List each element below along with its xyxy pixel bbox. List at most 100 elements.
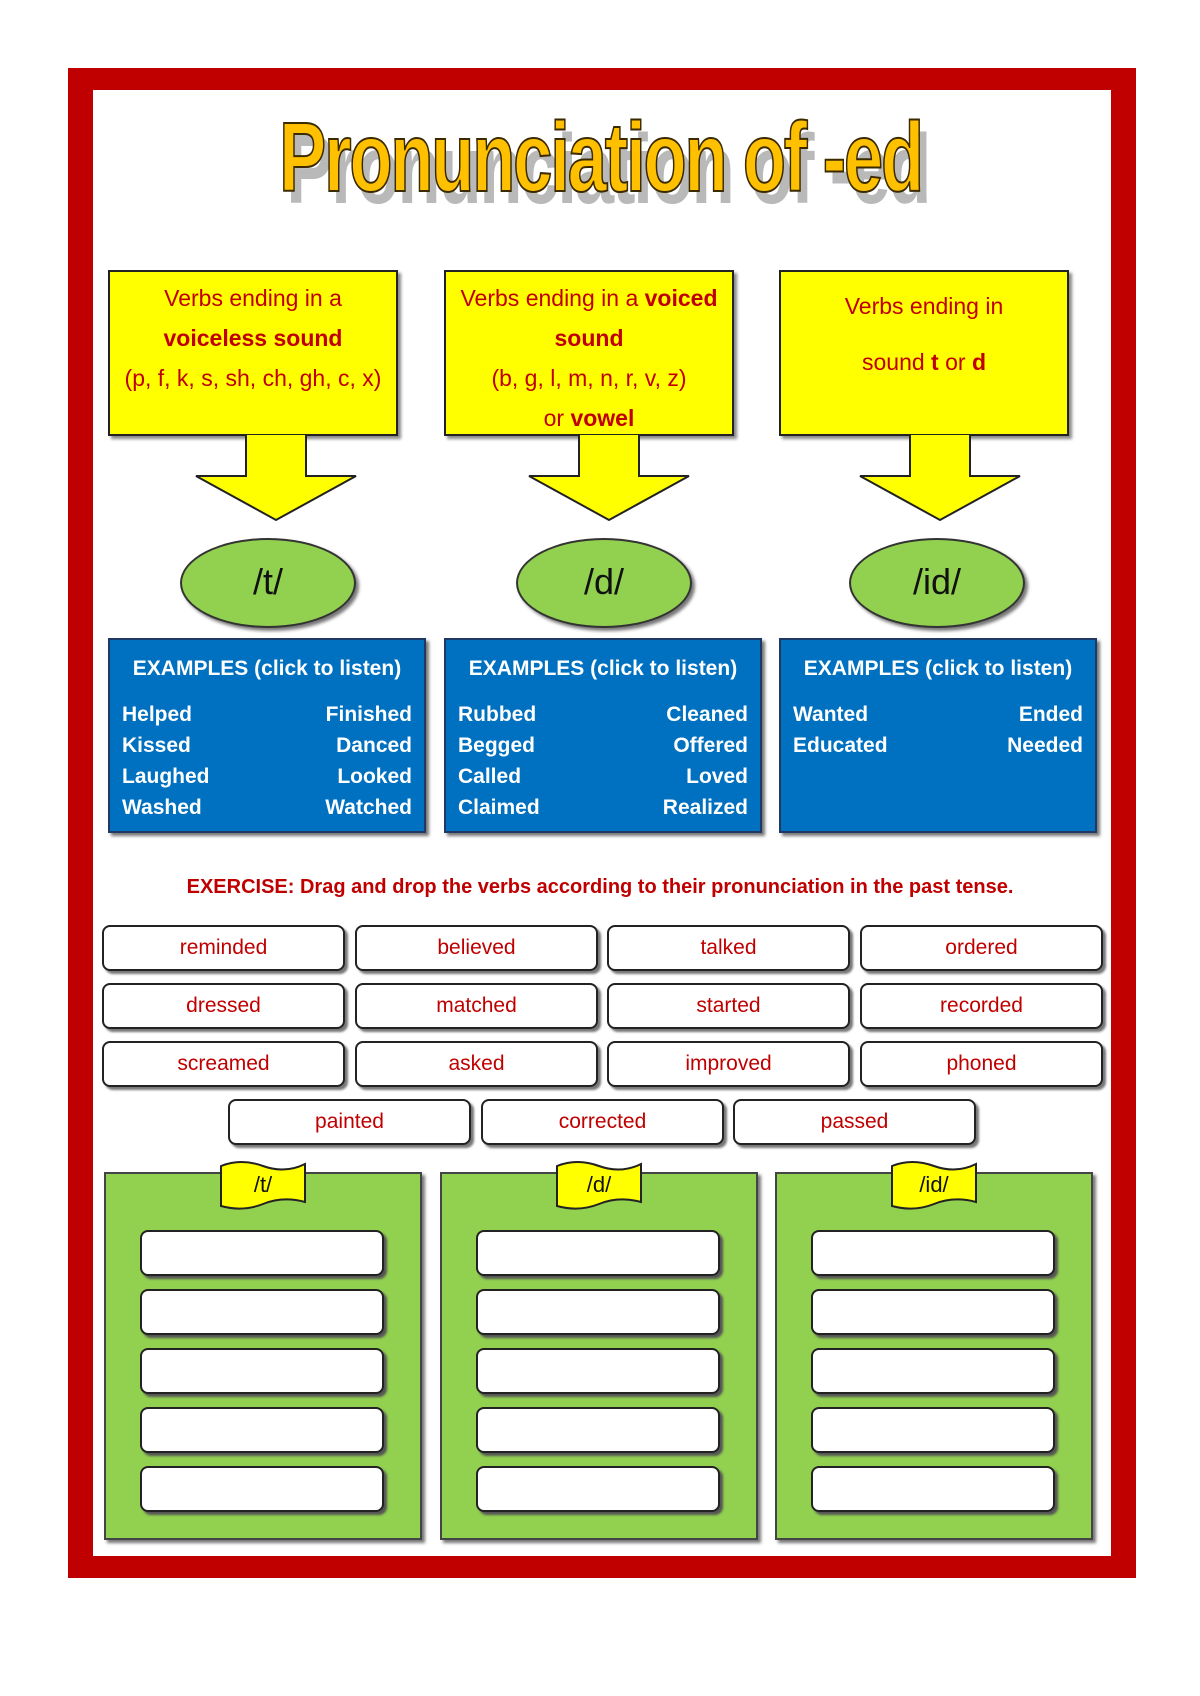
drop-zone-panel xyxy=(104,1172,422,1540)
sound-t-badge[interactable]: /t/ xyxy=(180,538,356,628)
example-word-audio-link[interactable]: Educated xyxy=(793,734,888,757)
rule-text-line: (b, g, l, m, n, r, v, z) xyxy=(446,358,732,398)
drop-slot[interactable] xyxy=(476,1230,720,1276)
example-word-audio-link[interactable]: Called xyxy=(458,765,522,788)
rule-box-voiceless: Verbs ending in a voiceless sound (p, f, k… xyxy=(108,270,398,436)
rule-text-line: sound t or d xyxy=(781,334,1067,390)
rule-text: (p, f, k, s, sh, ch, gh, c, x) xyxy=(124,365,382,391)
drop-slot[interactable] xyxy=(811,1407,1055,1453)
examples-box-t: EXAMPLES (click to listen) Helped Finishe… xyxy=(108,638,426,833)
rule-text: sound xyxy=(861,349,932,375)
draggable-verb-chip[interactable]: believed xyxy=(355,925,598,971)
examples-heading: EXAMPLES (click to listen) xyxy=(132,657,402,680)
example-word-audio-link[interactable]: Kissed xyxy=(122,734,191,757)
drop-slot[interactable] xyxy=(476,1407,720,1453)
example-word-audio-link[interactable]: Watched xyxy=(325,796,412,819)
example-word-audio-link[interactable]: Ended xyxy=(1018,703,1083,726)
rule-emphasis: sound xyxy=(554,325,624,351)
rule-text-line: Verbs ending in a xyxy=(110,278,396,318)
example-word-audio-link[interactable]: Realized xyxy=(662,796,748,819)
example-word-audio-link[interactable]: Begged xyxy=(458,734,536,757)
examples-box-d: EXAMPLES (click to listen) Rubbed Cleaned… xyxy=(444,638,762,833)
rule-text: Verbs ending in a xyxy=(460,285,645,311)
rule-emphasis: t xyxy=(931,349,939,375)
sound-id-badge[interactable]: /id/ xyxy=(849,538,1025,628)
banner-flag-icon xyxy=(891,1161,977,1210)
example-word-audio-link[interactable]: Cleaned xyxy=(666,703,748,726)
drop-slot[interactable] xyxy=(140,1348,384,1394)
drop-slot[interactable] xyxy=(140,1407,384,1453)
drop-slot[interactable] xyxy=(140,1289,384,1335)
drop-zone-panel xyxy=(440,1172,758,1540)
draggable-verb-chip[interactable]: talked xyxy=(607,925,850,971)
rule-emphasis: d xyxy=(971,349,987,375)
drop-slot[interactable] xyxy=(476,1289,720,1335)
rule-text: or xyxy=(543,405,571,431)
rule-text-line: (p, f, k, s, sh, ch, gh, c, x) xyxy=(110,358,396,398)
drop-zone-label: /id/ xyxy=(919,1172,949,1197)
rule-text: Verbs ending in xyxy=(844,293,1004,319)
drop-slot[interactable] xyxy=(476,1466,720,1512)
draggable-verb-chip[interactable]: corrected xyxy=(481,1099,724,1145)
draggable-verb-chip[interactable]: improved xyxy=(607,1041,850,1087)
example-word-audio-link[interactable]: Washed xyxy=(122,796,202,819)
drop-slot[interactable] xyxy=(811,1348,1055,1394)
drop-slot[interactable] xyxy=(811,1466,1055,1512)
rule-text-line: or vowel xyxy=(446,398,732,438)
arrow-down-icon xyxy=(859,434,1021,522)
example-word-audio-link[interactable]: Laughed xyxy=(122,765,210,788)
banner-flag-icon xyxy=(556,1161,642,1210)
rule-text: (b, g, l, m, n, r, v, z) xyxy=(491,365,687,391)
banner-flag-icon xyxy=(220,1161,306,1210)
rule-text: or xyxy=(938,349,972,375)
draggable-verb-chip[interactable]: passed xyxy=(733,1099,976,1145)
draggable-verb-chip[interactable]: screamed xyxy=(102,1041,345,1087)
drop-zone-label: /d/ xyxy=(586,1172,612,1197)
draggable-verb-chip[interactable]: dressed xyxy=(102,983,345,1029)
page-title: Pronunciation of -ed xyxy=(278,102,924,212)
example-word-audio-link[interactable]: Danced xyxy=(336,734,412,757)
example-word-audio-link[interactable]: Needed xyxy=(1007,734,1083,757)
example-word-audio-link[interactable]: Offered xyxy=(673,734,748,757)
rule-text-line: Verbs ending in xyxy=(781,278,1067,334)
example-word-audio-link[interactable]: Rubbed xyxy=(458,703,537,726)
rule-emphasis: voiceless sound xyxy=(163,325,343,351)
drop-slot[interactable] xyxy=(811,1230,1055,1276)
drop-slot[interactable] xyxy=(140,1466,384,1512)
example-word-audio-link[interactable]: Loved xyxy=(686,765,748,788)
rule-emphasis: vowel xyxy=(570,405,635,431)
draggable-verb-chip[interactable]: ordered xyxy=(860,925,1103,971)
example-word-audio-link[interactable]: Finished xyxy=(325,703,412,726)
examples-heading: EXAMPLES (click to listen) xyxy=(468,657,738,680)
rule-text-line: sound xyxy=(446,318,732,358)
example-word-audio-link[interactable]: Helped xyxy=(122,703,193,726)
rule-box-t-or-d: Verbs ending in sound t or d xyxy=(779,270,1069,436)
draggable-verb-chip[interactable]: matched xyxy=(355,983,598,1029)
draggable-verb-chip[interactable]: painted xyxy=(228,1099,471,1145)
draggable-verb-chip[interactable]: recorded xyxy=(860,983,1103,1029)
draggable-verb-chip[interactable]: phoned xyxy=(860,1041,1103,1087)
draggable-verb-chip[interactable]: asked xyxy=(355,1041,598,1087)
drop-zone-panel xyxy=(775,1172,1093,1540)
examples-heading: EXAMPLES (click to listen) xyxy=(803,657,1073,680)
arrow-down-icon xyxy=(195,434,357,522)
example-word-audio-link[interactable]: Wanted xyxy=(793,703,869,726)
drop-slot[interactable] xyxy=(811,1289,1055,1335)
draggable-verb-chip[interactable]: reminded xyxy=(102,925,345,971)
example-word-audio-link[interactable]: Looked xyxy=(337,765,412,788)
rule-text-line: voiceless sound xyxy=(110,318,396,358)
sound-d-badge[interactable]: /d/ xyxy=(516,538,692,628)
rule-box-voiced: Verbs ending in a voiced sound (b, g, l, m… xyxy=(444,270,734,436)
drop-slot[interactable] xyxy=(140,1230,384,1276)
arrow-down-icon xyxy=(528,434,690,522)
drop-zone-label: /t/ xyxy=(253,1172,273,1197)
example-word-audio-link[interactable]: Claimed xyxy=(458,796,540,819)
drop-slot[interactable] xyxy=(476,1348,720,1394)
rule-text: Verbs ending in a xyxy=(164,285,342,311)
rule-emphasis: voiced xyxy=(644,285,718,311)
draggable-verb-chip[interactable]: started xyxy=(607,983,850,1029)
